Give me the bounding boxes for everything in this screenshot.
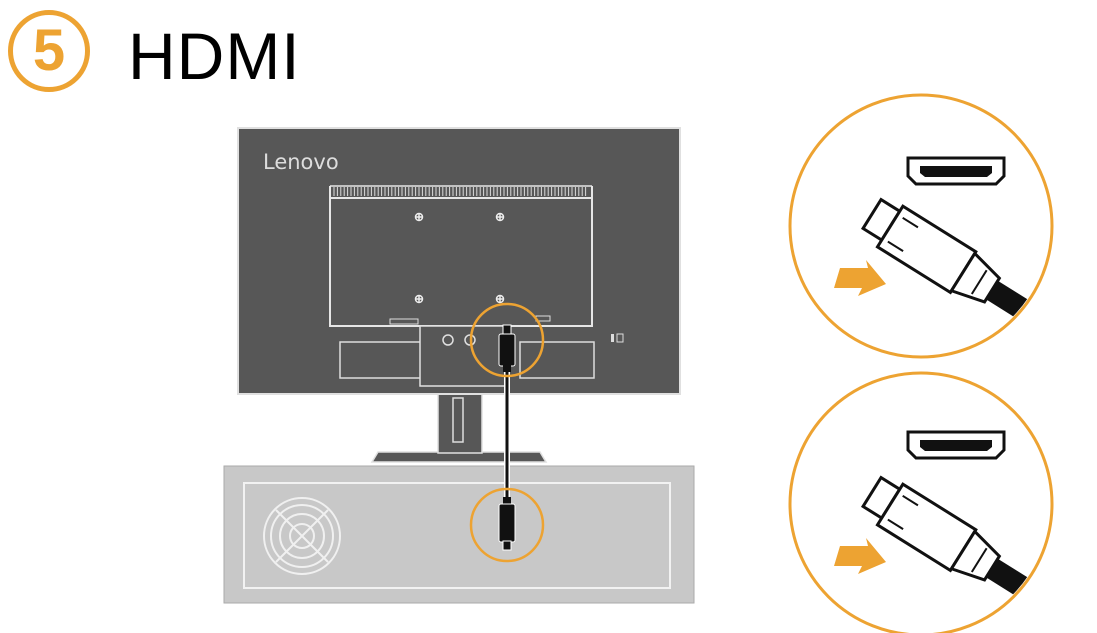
monitor-port-highlight <box>469 302 545 378</box>
hdmi-plug-icon <box>498 497 516 551</box>
monitor-rear: Lenovo <box>237 127 681 395</box>
detail-callout-top <box>788 93 1054 359</box>
computer-port-highlight <box>469 487 545 563</box>
hdmi-port-icon <box>906 430 1006 460</box>
detail-callout-bottom <box>788 371 1054 633</box>
step-number: 5 <box>32 18 66 83</box>
step-title: HDMI <box>128 19 301 93</box>
step-number-badge: 5 <box>8 10 90 92</box>
monitor-stand <box>370 384 548 463</box>
hdmi-cable <box>498 324 516 551</box>
vent-slots <box>333 187 587 196</box>
monitor-brand-logo: Lenovo <box>263 150 339 174</box>
computer-rear <box>223 465 695 604</box>
arrow-right-icon <box>834 260 886 296</box>
hdmi-port-icon <box>906 156 1006 186</box>
vesa-screw-holes <box>414 212 505 304</box>
arrow-right-icon <box>834 538 886 574</box>
fan-grille-icon <box>263 497 341 575</box>
hdmi-plug-icon <box>498 324 516 372</box>
